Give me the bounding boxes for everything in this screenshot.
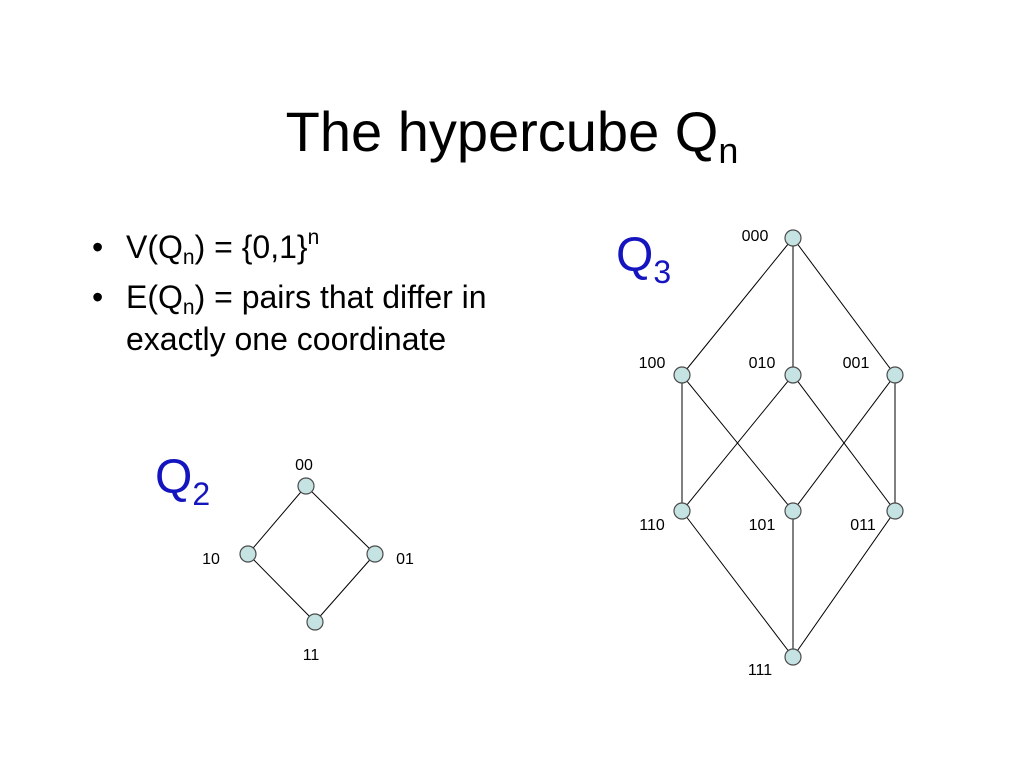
q2-edge-00-01	[305, 485, 376, 555]
q2-vertex-label-00: 00	[295, 457, 313, 474]
bullet-superscript: n	[307, 226, 320, 249]
q2-vertex-00	[297, 477, 315, 495]
q2-vertex-labels: 00 10 01 11	[202, 457, 414, 664]
q3-vertex-label-111: 111	[748, 662, 772, 679]
q2-vertex-10	[239, 545, 257, 563]
q3-vertex-label-011: 011	[850, 517, 876, 534]
q3-vertex-111	[784, 648, 802, 666]
q3-label-subscript: 3	[653, 254, 672, 290]
bullet-text: V(Q	[126, 229, 183, 265]
q2-label-subscript: 2	[192, 476, 211, 512]
q2-label-text: Q	[155, 451, 193, 504]
bullet-subscript: n	[182, 246, 195, 269]
q3-vertex-label-110: 110	[639, 517, 665, 534]
bullet-text: E(Q	[126, 279, 183, 315]
q2-vertex-11	[306, 613, 324, 631]
q2-edge-01-11	[314, 553, 376, 623]
bullet-subscript: n	[182, 296, 195, 319]
q3-vertex-label-101: 101	[749, 517, 776, 534]
q3-vertex-010	[784, 366, 802, 384]
q2-edge-10-11	[247, 553, 316, 623]
bullet-vertex-set: V(Qn) = {0,1}n	[90, 226, 510, 268]
q2-label: Q2	[155, 451, 210, 511]
q3-graph: 000 100 010 001 110 101 011 111	[639, 228, 904, 679]
q3-label-text: Q	[616, 229, 654, 282]
q3-label: Q3	[616, 229, 671, 289]
q3-edge-011-111	[792, 510, 896, 658]
q3-edge-001-101	[792, 374, 896, 512]
q3-vertices	[673, 229, 904, 666]
q3-vertex-label-010: 010	[749, 355, 776, 372]
q3-edge-000-001	[792, 237, 896, 376]
q3-vertex-110	[673, 502, 691, 520]
q2-vertex-label-11: 11	[303, 647, 320, 664]
q3-vertex-000	[784, 229, 802, 247]
bullet-edge-set: E(Qn) = pairs that differ in exactly one…	[90, 276, 510, 360]
q2-graph: 00 10 01 11	[202, 457, 414, 664]
q3-vertex-101	[784, 502, 802, 520]
q3-vertex-label-100: 100	[639, 355, 666, 372]
q2-edge-00-10	[247, 485, 307, 555]
q3-edges	[681, 237, 896, 658]
q3-vertex-labels: 000 100 010 001 110 101 011 111	[639, 228, 876, 679]
q2-vertex-label-01: 01	[396, 551, 414, 568]
bullet-text: ) = pairs that differ in exactly one coo…	[126, 279, 487, 357]
q3-edge-010-110	[681, 374, 794, 512]
q3-vertex-label-001: 001	[843, 355, 870, 372]
q3-vertex-001	[886, 366, 904, 384]
bullet-text: ) = {0,1}	[194, 229, 308, 265]
title-subscript: n	[718, 130, 739, 171]
q3-edge-110-111	[681, 510, 794, 658]
title-text: The hypercube Q	[285, 100, 719, 163]
q2-vertex-01	[366, 545, 384, 563]
q3-vertex-011	[886, 502, 904, 520]
q2-edges	[247, 485, 376, 623]
q3-vertex-label-000: 000	[742, 228, 769, 245]
slide-title: The hypercube Qn	[0, 100, 1024, 169]
q3-edge-000-100	[681, 237, 794, 376]
q3-vertex-100	[673, 366, 691, 384]
bullet-list: V(Qn) = {0,1}n E(Qn) = pairs that differ…	[90, 226, 510, 368]
q2-vertex-label-10: 10	[202, 551, 220, 568]
q2-vertices	[239, 477, 384, 631]
